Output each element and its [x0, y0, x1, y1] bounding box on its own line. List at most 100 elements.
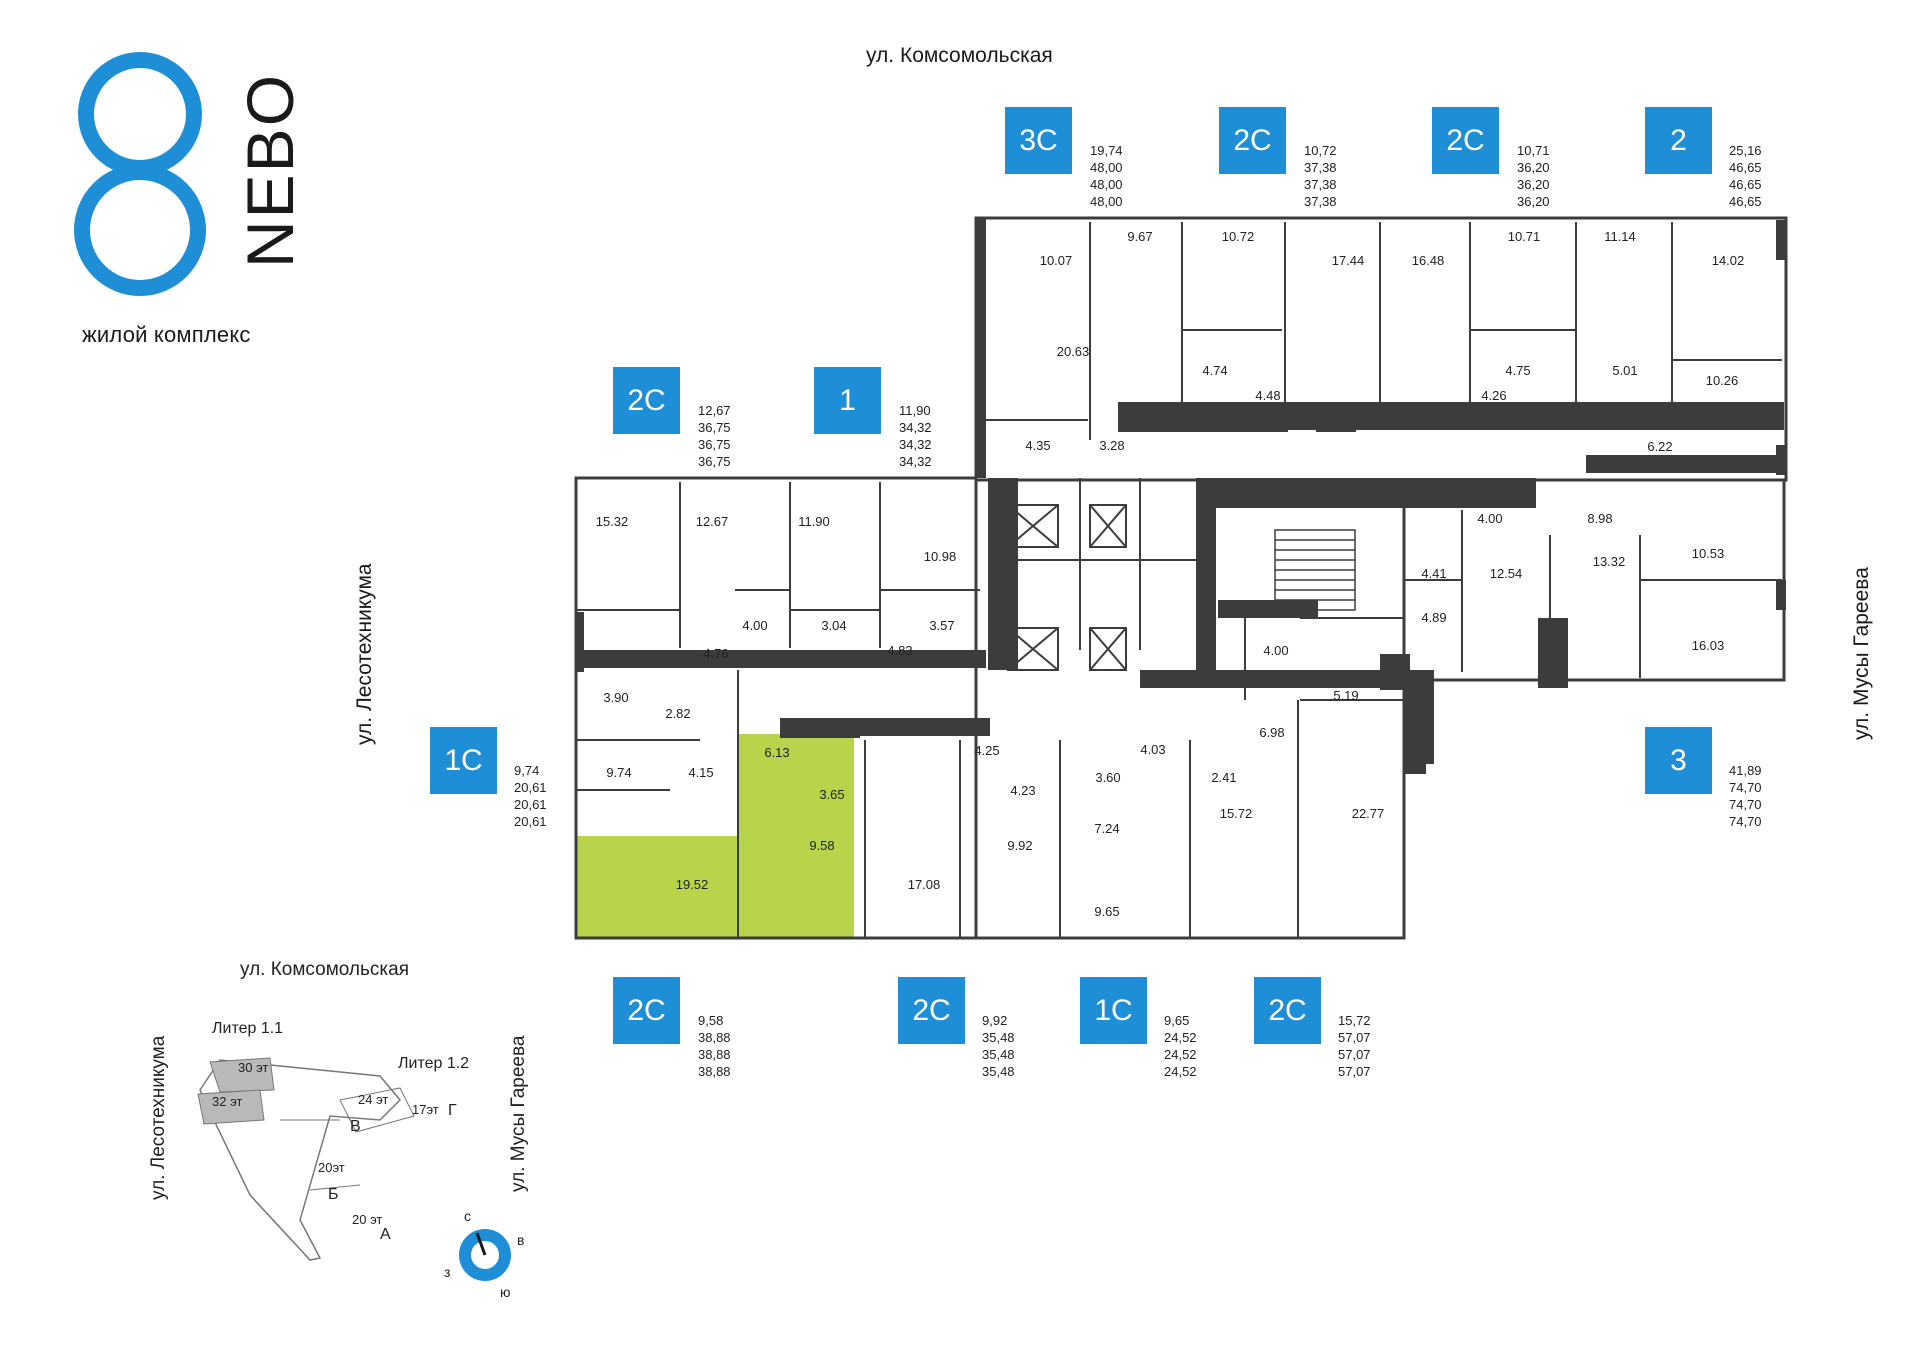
site-section-a: А	[380, 1226, 391, 1243]
room-area: 14.02	[1712, 253, 1745, 268]
room-area: 3.04	[821, 618, 846, 633]
room-area: 9.58	[809, 838, 834, 853]
room-area: 4.03	[1140, 742, 1165, 757]
site-floors-20b: 20эт	[318, 1160, 345, 1175]
room-area: 9.67	[1127, 229, 1152, 244]
partition-walls	[576, 222, 1782, 938]
site-section-g: Г	[448, 1102, 457, 1119]
room-area: 4.00	[1263, 643, 1288, 658]
room-area: 12.67	[696, 514, 729, 529]
room-area: 3.90	[603, 690, 628, 705]
apartment-badge-a4[interactable]: 2	[1645, 107, 1712, 174]
room-area: 15.32	[596, 514, 629, 529]
logo-subtitle: жилой комплекс	[82, 322, 251, 347]
site-section-b: Б	[328, 1186, 339, 1203]
site-floors-17: 17эт	[412, 1102, 439, 1117]
room-area: 10.26	[1706, 373, 1739, 388]
apartment-badge-a9[interactable]: 2С	[613, 977, 680, 1044]
compass-west: з	[444, 1264, 451, 1280]
room-area: 4.48	[1255, 388, 1280, 403]
room-area: 7.24	[1094, 821, 1119, 836]
room-area: 3.60	[1095, 770, 1120, 785]
stairwell	[1274, 529, 1356, 611]
room-area: 12.54	[1490, 566, 1523, 581]
room-area: 17.08	[908, 877, 941, 892]
site-street-right: ул. Мусы Гареева	[508, 1035, 529, 1192]
apartment-badge-a5[interactable]: 2С	[613, 367, 680, 434]
room-area: 10.72	[1222, 229, 1255, 244]
compass-icon	[459, 1229, 511, 1281]
site-liter-12: Литер 1.2	[398, 1055, 470, 1072]
room-area: 10.53	[1692, 546, 1725, 561]
apartment-badge-a10[interactable]: 2С	[898, 977, 965, 1044]
room-area: 11.14	[1604, 229, 1636, 244]
room-area: 4.25	[974, 743, 999, 758]
room-area: 11.90	[798, 514, 830, 529]
apartment-badge-a3[interactable]: 2С	[1432, 107, 1499, 174]
room-area: 4.76	[703, 646, 728, 661]
room-area: 17.44	[1332, 253, 1365, 268]
logo-eight	[74, 52, 206, 296]
room-area: 3.57	[929, 618, 954, 633]
elevator-shafts	[1007, 504, 1127, 671]
room-area: 8.98	[1587, 511, 1612, 526]
room-area: 10.98	[924, 549, 957, 564]
room-area: 4.83	[887, 643, 912, 658]
site-floors-24: 24 эт	[358, 1092, 389, 1107]
room-area: 4.00	[1477, 511, 1502, 526]
room-area: 4.74	[1202, 363, 1227, 378]
apartment-badge-a1[interactable]: 3С	[1005, 107, 1072, 174]
room-area: 2.41	[1211, 770, 1236, 785]
room-area: 10.71	[1508, 229, 1541, 244]
apartment-badge-a6[interactable]: 1	[814, 367, 881, 434]
site-floors-30: 30 эт	[238, 1060, 269, 1075]
street-top: ул. Комсомольская	[866, 44, 1053, 67]
room-area: 3.28	[1099, 438, 1124, 453]
compass-south: ю	[500, 1284, 511, 1300]
room-area: 9.92	[1007, 838, 1032, 853]
room-area: 4.00	[742, 618, 767, 633]
room-area: 13.32	[1593, 554, 1626, 569]
room-area-labels: 10.07 9.67 10.72 17.44 16.48 10.71 11.14…	[596, 229, 1745, 919]
room-area: 6.98	[1259, 725, 1284, 740]
room-area: 10.07	[1040, 253, 1073, 268]
apartment-badge-a12[interactable]: 2С	[1254, 977, 1321, 1044]
site-floors-20a: 20 эт	[352, 1212, 383, 1227]
room-area: 4.15	[688, 765, 713, 780]
room-area: 9.65	[1094, 904, 1119, 919]
room-area: 9.74	[606, 765, 631, 780]
apartment-badge-a8[interactable]: 3	[1645, 727, 1712, 794]
room-area: 4.35	[1025, 438, 1050, 453]
room-area: 4.23	[1010, 783, 1035, 798]
apartment-badge-a11[interactable]: 1С	[1080, 977, 1147, 1044]
site-floors-32: 32 эт	[212, 1094, 243, 1109]
room-area: 15.72	[1220, 806, 1253, 821]
selected-apartment[interactable]	[576, 734, 854, 938]
room-area: 6.22	[1647, 439, 1672, 454]
site-street-left: ул. Лесотехникума	[148, 1035, 169, 1200]
site-section-v: В	[350, 1118, 361, 1135]
room-area: 3.65	[819, 787, 844, 802]
site-plan	[197, 1057, 415, 1261]
apartment-badge-a7[interactable]: 1С	[430, 727, 497, 794]
compass-east: в	[517, 1232, 525, 1248]
compass-north: с	[464, 1208, 471, 1224]
site-liter-11: Литер 1.1	[212, 1020, 284, 1037]
room-area: 5.19	[1333, 688, 1358, 703]
room-area: 5.01	[1612, 363, 1637, 378]
room-area: 4.41	[1421, 566, 1446, 581]
room-area: 6.13	[764, 745, 789, 760]
apartment-badge-a2[interactable]: 2С	[1219, 107, 1286, 174]
room-area: 4.89	[1421, 610, 1446, 625]
